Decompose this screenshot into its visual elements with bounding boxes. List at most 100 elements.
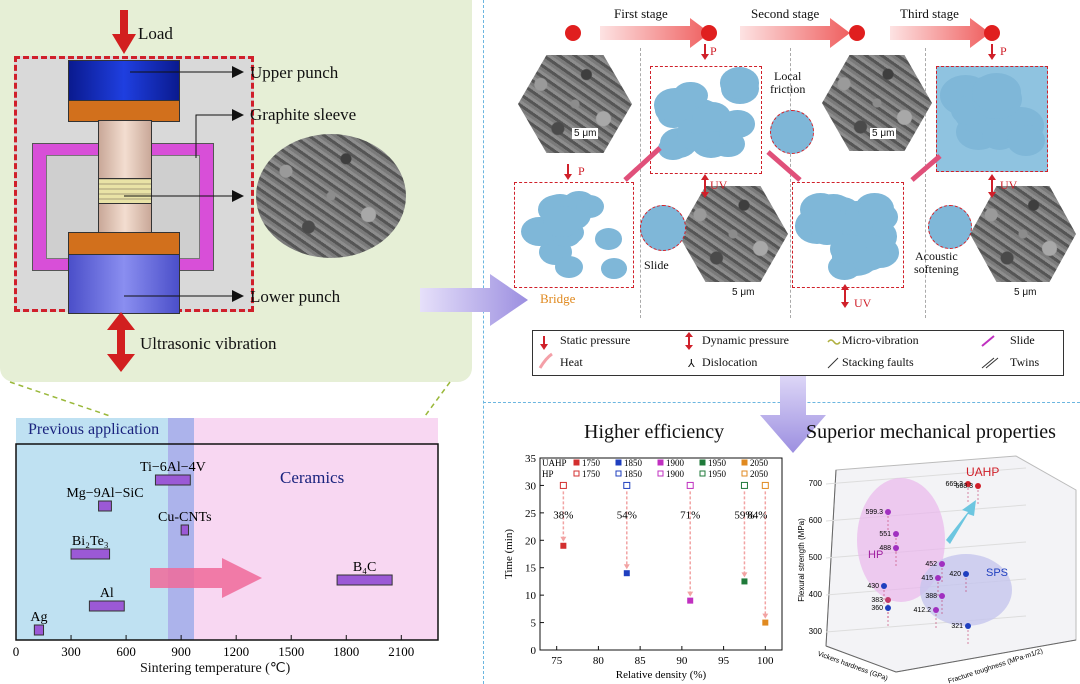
particle [720,110,755,138]
material-label: Bi₂Te₃ [72,534,109,549]
strength-value: 488 [879,545,891,552]
legend-temp: 1750 [582,469,601,479]
bridge-label: Bridge [540,291,576,306]
slide-label: Slide [644,258,669,272]
strength-value: 668.3 [955,483,973,490]
group-label-hp: HP [868,549,883,561]
z-tick-label: 600 [809,516,823,525]
material-label: Mg−9Al−SiC [66,486,143,501]
load-arrow-icon [112,10,136,54]
material-label: Cu-CNTs [158,510,211,525]
x-tick-label: 90 [676,655,688,667]
particle [811,219,843,245]
legend-marker [615,470,622,477]
stage-header [565,18,1000,48]
stage-label-1: First stage [614,6,668,21]
upper-punch-label: Upper punch [250,63,339,82]
particles-first-stage [650,66,762,174]
ceramics-region [194,418,438,640]
zoom-connector-lines [9,381,451,417]
acoustic-inset [928,205,972,249]
strength-value: 430 [867,583,879,590]
y-tick-label: 35 [525,453,537,465]
strength-point [885,597,891,603]
particles-third-stage [936,66,1048,172]
strength-point [935,575,941,581]
legend-temp: 1750 [582,458,601,468]
uahp-point [762,619,769,626]
x-tick-label: 0 [13,644,20,659]
strength-point [885,509,891,515]
lower-punch-label: Lower punch [250,287,341,306]
reduction-label: 71% [680,509,700,521]
particle [543,206,582,237]
x-tick-label: 85 [635,655,647,667]
strength-point [939,561,945,567]
efficiency-heading: Higher efficiency [584,421,725,443]
y-tick-label: 20 [525,535,537,547]
x-tick-label: 600 [116,644,136,659]
strength-point [965,623,971,629]
particles-initial [514,182,634,288]
process-panel-divider-v [483,0,484,684]
material-bar [98,500,112,512]
legend-temp: 1850 [624,469,643,479]
particle [555,255,583,279]
transition-arrow-icon [420,274,528,326]
z-tick-label: 700 [809,479,823,488]
mech-heading: Superior mechanical properties [806,421,1056,443]
strength-value: 420 [949,571,961,578]
x-tick-label: 100 [757,655,774,667]
hp-point [623,481,631,489]
y-tick-label: 15 [525,563,537,575]
particle [1006,125,1045,156]
particle [972,73,1021,112]
strength-value: 551 [879,531,891,538]
strength-point [893,531,899,537]
legend-temp: 2050 [750,458,769,468]
legend-marker [657,459,664,466]
legend-marker [657,470,664,477]
uahp-point [687,597,694,604]
legend-symbols: ⅄ [538,332,999,370]
strength-point [893,545,899,551]
x-tick-label: 900 [171,644,191,659]
x-tick-label: 1500 [278,644,304,659]
y-tick-label: 25 [525,508,537,520]
process-legend [532,330,1064,376]
x-tick-label: 95 [718,655,730,667]
reduction-label: 38% [553,509,573,521]
material-bar [88,600,125,612]
particle [719,67,760,99]
down-arrow-icon [760,365,826,453]
material-bar [70,548,111,560]
legend-temp: 1900 [666,469,685,479]
legend-marker [699,459,706,466]
reduction-label: 54% [617,509,637,521]
slide-inset [640,205,686,251]
legend-temp: 1950 [708,458,727,468]
legend-marker [573,459,580,466]
svg-text:⅄: ⅄ [687,358,695,370]
pressure-arrows [564,44,996,308]
ultrasonic-label: Ultrasonic vibration [140,334,277,353]
x-tick-label: 1200 [223,644,249,659]
legend-temp: 1900 [666,458,685,468]
strength-value: 599.3 [865,509,883,516]
stage-label-2: Second stage [751,6,820,21]
y-axis-label: Time (min) [503,529,515,579]
legend-marker [699,470,706,477]
strength-point [939,593,945,599]
legend-temp: 1950 [708,469,727,479]
group-label-uahp: UAHP [966,465,999,479]
z-tick-label: 500 [809,553,823,562]
legend-label: HP [542,469,554,479]
uahp-point [623,570,630,577]
ceramics-label: Ceramics [280,468,345,487]
z-tick-label: 400 [809,590,823,599]
strength-value: 383 [871,597,883,604]
y-tick-label: 0 [531,645,537,657]
